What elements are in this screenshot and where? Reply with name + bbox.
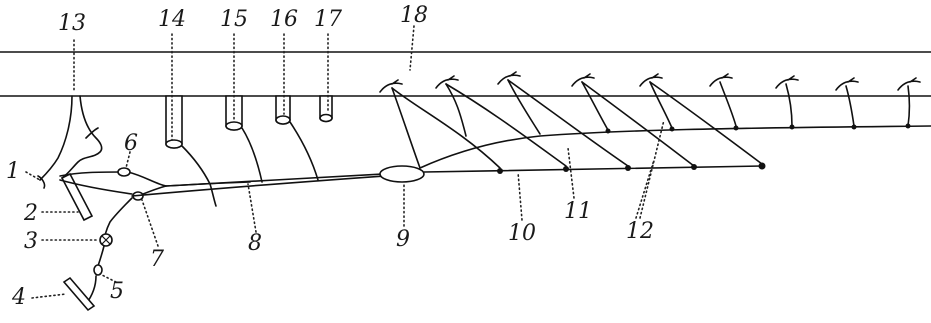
label-14: 14 (158, 7, 186, 32)
label-15: 15 (220, 7, 248, 32)
fibre-5b (650, 82, 762, 164)
trunk-bridge (166, 182, 250, 186)
fibre-3a (508, 80, 540, 134)
main-cord (424, 166, 762, 172)
label-3: 3 (24, 229, 38, 254)
root-13-side-branch (86, 128, 98, 138)
label-2: 2 (23, 201, 38, 226)
root-13-right-edge (62, 96, 102, 178)
ganglion-9 (380, 166, 424, 182)
label-13: 13 (58, 11, 86, 36)
leader-4 (32, 294, 66, 298)
ending-1 (380, 80, 402, 92)
fibre-4b (582, 82, 694, 166)
leader-8 (248, 184, 256, 232)
label-4: 4 (11, 285, 26, 310)
leader-10 (518, 172, 522, 220)
label-12: 12 (626, 219, 654, 244)
nerve-16 (290, 122, 318, 180)
label-16: 16 (270, 7, 298, 32)
label-5: 5 (110, 279, 124, 304)
ganglion-6 (118, 168, 130, 176)
label-10: 10 (508, 221, 536, 246)
label-18: 18 (400, 3, 428, 28)
fibre-4a (582, 82, 608, 130)
leader-7 (142, 200, 158, 246)
tube-14-mouth (166, 140, 182, 148)
fibre-6 (720, 82, 736, 126)
node-5 (94, 265, 102, 275)
label-1: 1 (6, 159, 20, 184)
nerve-15 (242, 128, 262, 182)
knob-2 (563, 166, 569, 172)
root-13-left-edge (40, 96, 72, 180)
label-8: 8 (248, 231, 262, 256)
fibre-1a (392, 88, 420, 168)
tube-17-mouth (320, 115, 332, 122)
tube-16-mouth (276, 116, 290, 124)
fibre-9 (908, 86, 910, 126)
label-17: 17 (314, 7, 342, 32)
rod-4 (64, 278, 94, 310)
leader-12 (636, 120, 664, 218)
knob-1 (497, 168, 503, 174)
label-11: 11 (564, 199, 592, 224)
label-6: 6 (124, 131, 138, 156)
nerve-14-drop (210, 184, 216, 206)
link-6-to-trunk (128, 172, 166, 186)
label-9: 9 (396, 227, 410, 252)
leader-18 (410, 26, 414, 70)
label-7: 7 (150, 247, 164, 272)
tube-15-mouth (226, 122, 242, 130)
nerve-14 (182, 146, 210, 184)
fibre-1b (392, 88, 500, 168)
fibre-7 (786, 84, 792, 126)
root-13-tip (38, 176, 45, 188)
fibre-2a (446, 84, 466, 136)
branch-to-5 (98, 246, 104, 266)
leader-11 (568, 148, 574, 198)
upper-cord (420, 126, 931, 168)
fibre-8 (846, 86, 854, 126)
